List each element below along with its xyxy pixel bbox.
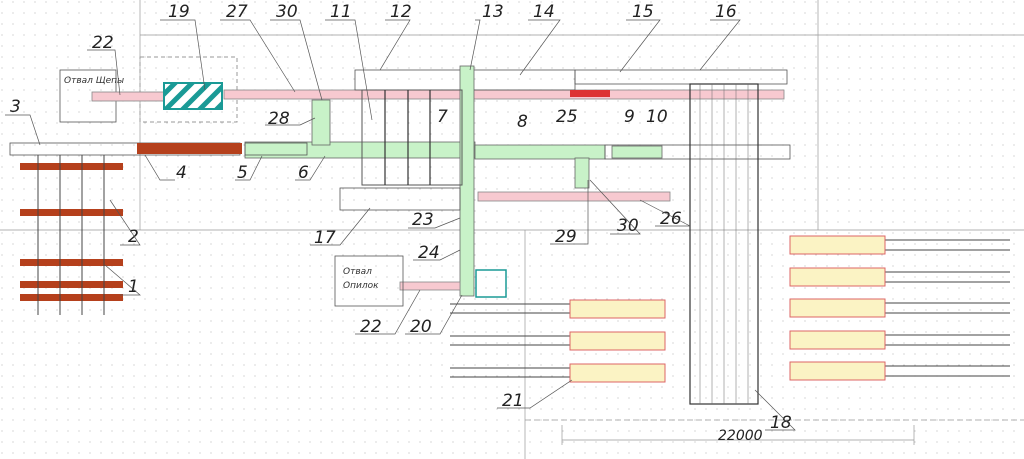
chipper-zone: [139, 56, 238, 123]
callout: 17: [314, 228, 336, 248]
callout: 16: [715, 2, 737, 22]
log-deck: [9, 142, 242, 315]
callout: 12: [390, 2, 412, 22]
callout: 10: [646, 107, 668, 127]
callout: 23: [412, 210, 434, 230]
callout: 9: [624, 107, 635, 127]
callout: 30: [276, 2, 298, 22]
chip-dump-label: Отвал Щепы: [64, 76, 124, 86]
machine-9: [611, 145, 663, 159]
callout: 5: [237, 163, 248, 183]
callout: 22: [92, 33, 114, 53]
chipper-19: [163, 82, 223, 110]
conveyor-10: [604, 144, 791, 160]
callout: 3: [10, 97, 21, 117]
conveyor-25: [574, 157, 590, 189]
callout: 24: [418, 243, 440, 263]
callout: 29: [555, 227, 577, 247]
callout: 27: [226, 2, 248, 22]
dimension-label: 22000: [718, 428, 763, 444]
saw-5: [244, 142, 308, 156]
callout: 18: [770, 413, 792, 433]
saw-line-6: [244, 141, 476, 159]
conveyor-17: [339, 187, 461, 211]
conveyor-28: [311, 99, 331, 146]
callout: 11: [330, 2, 352, 22]
lumber-bins-right: [789, 235, 1010, 381]
sawdust-conveyor-22: [399, 281, 461, 291]
conveyor-13-24: [459, 65, 475, 297]
callout: 20: [410, 317, 432, 337]
callout: 1: [128, 277, 139, 297]
callout: 21: [502, 391, 524, 411]
red-marker: [570, 90, 610, 97]
callout: 19: [168, 2, 190, 22]
conveyor-8: [474, 144, 606, 160]
callout: 4: [176, 163, 187, 183]
callout: 13: [482, 2, 504, 22]
sawdust-dump-area: [334, 255, 404, 307]
sawdust-dump-label-1: Отвал: [343, 267, 372, 277]
lumber-bins-left: [450, 299, 666, 383]
leader-lines: [5, 19, 796, 431]
bin-20: [475, 269, 507, 298]
callout: 30: [617, 216, 639, 236]
callout: 28: [268, 109, 290, 129]
sawdust-dump-label-2: Опилок: [343, 281, 379, 291]
callout: 22: [360, 317, 382, 337]
callout: 8: [517, 112, 528, 132]
callout: 25: [556, 107, 578, 127]
callout: 15: [632, 2, 654, 22]
conveyor-26: [477, 191, 671, 202]
callout: 14: [533, 2, 555, 22]
callout: 6: [298, 163, 309, 183]
callout: 2: [128, 227, 139, 247]
callout: 7: [437, 107, 448, 127]
transfer-11: [361, 89, 463, 186]
callout-labels: 19 27 30 11 12 13 14 15 16 22 3 28 7 8 2…: [10, 2, 792, 444]
callout: 26: [660, 209, 682, 229]
